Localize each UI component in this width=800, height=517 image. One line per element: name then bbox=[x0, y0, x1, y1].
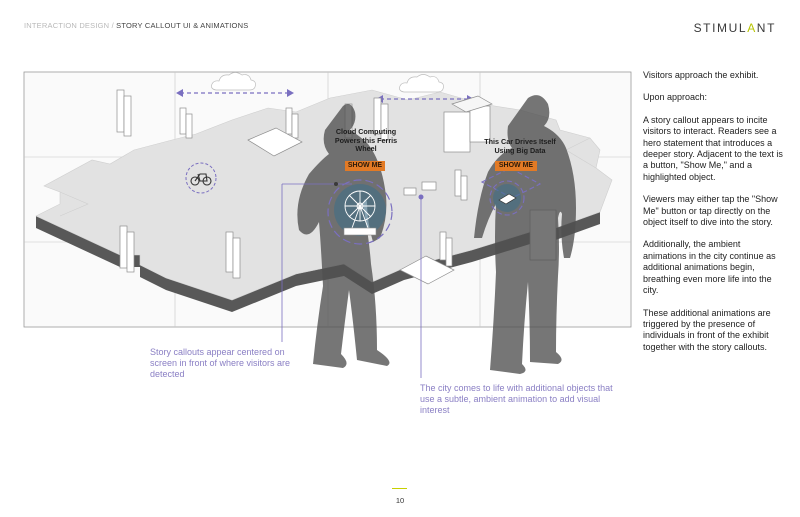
story-callout-title: This Car Drives Itself Using Big Data bbox=[484, 137, 556, 155]
caption-story-callouts: Story callouts appear centered on screen… bbox=[150, 347, 291, 379]
bike-ambient-highlight bbox=[185, 162, 217, 194]
paragraph: Upon approach: bbox=[643, 92, 708, 103]
callout-highlight-ring bbox=[489, 180, 525, 216]
paragraph: A story callout appears to incite visito… bbox=[643, 114, 783, 182]
cloud-icon bbox=[399, 74, 444, 93]
description-text: Visitors approach the exhibit. Upon appr… bbox=[643, 70, 783, 364]
platform-step bbox=[59, 191, 89, 217]
small-object bbox=[421, 181, 437, 191]
city-platform-side bbox=[36, 212, 600, 312]
caption-ambient-objects: The city comes to life with additional o… bbox=[420, 383, 613, 415]
bicycle-icon bbox=[190, 173, 212, 186]
arrow-right-icon bbox=[287, 89, 294, 97]
footer-accent-bar bbox=[392, 488, 407, 489]
show-me-button[interactable]: SHOW ME bbox=[345, 161, 385, 171]
paragraph: These additional animations are triggere… bbox=[643, 307, 771, 352]
leader-dot bbox=[334, 182, 338, 186]
callout-highlight-ring bbox=[327, 179, 393, 245]
header-separator: / bbox=[111, 21, 114, 30]
arrow-left-icon bbox=[176, 89, 183, 97]
ferris-wheel-icon bbox=[344, 190, 376, 229]
page-number: 10 bbox=[395, 496, 405, 505]
plaza bbox=[399, 255, 455, 285]
building-roof bbox=[451, 95, 493, 113]
header-breadcrumb: INTERACTION DESIGN / STORY CALLOUT UI & … bbox=[24, 21, 248, 30]
paragraph: Visitors approach the exhibit. bbox=[643, 70, 759, 80]
plaza bbox=[247, 127, 303, 157]
small-object bbox=[403, 187, 417, 196]
header-title: STORY CALLOUT UI & ANIMATIONS bbox=[116, 21, 249, 30]
car-icon bbox=[498, 193, 517, 205]
paragraph: Additionally, the ambient animations in … bbox=[643, 239, 776, 296]
show-me-button[interactable]: SHOW ME bbox=[495, 161, 537, 171]
ferris-wheel-base bbox=[343, 227, 377, 236]
brand-logo: STIMULANT bbox=[693, 21, 776, 35]
story-callout-title: Cloud Computing Powers this Ferris Wheel bbox=[334, 127, 398, 153]
paragraph: Viewers may either tap the "Show Me" but… bbox=[643, 194, 778, 228]
cloud-icon bbox=[211, 72, 256, 91]
header-section: INTERACTION DESIGN bbox=[24, 21, 110, 30]
building-group bbox=[116, 89, 557, 279]
